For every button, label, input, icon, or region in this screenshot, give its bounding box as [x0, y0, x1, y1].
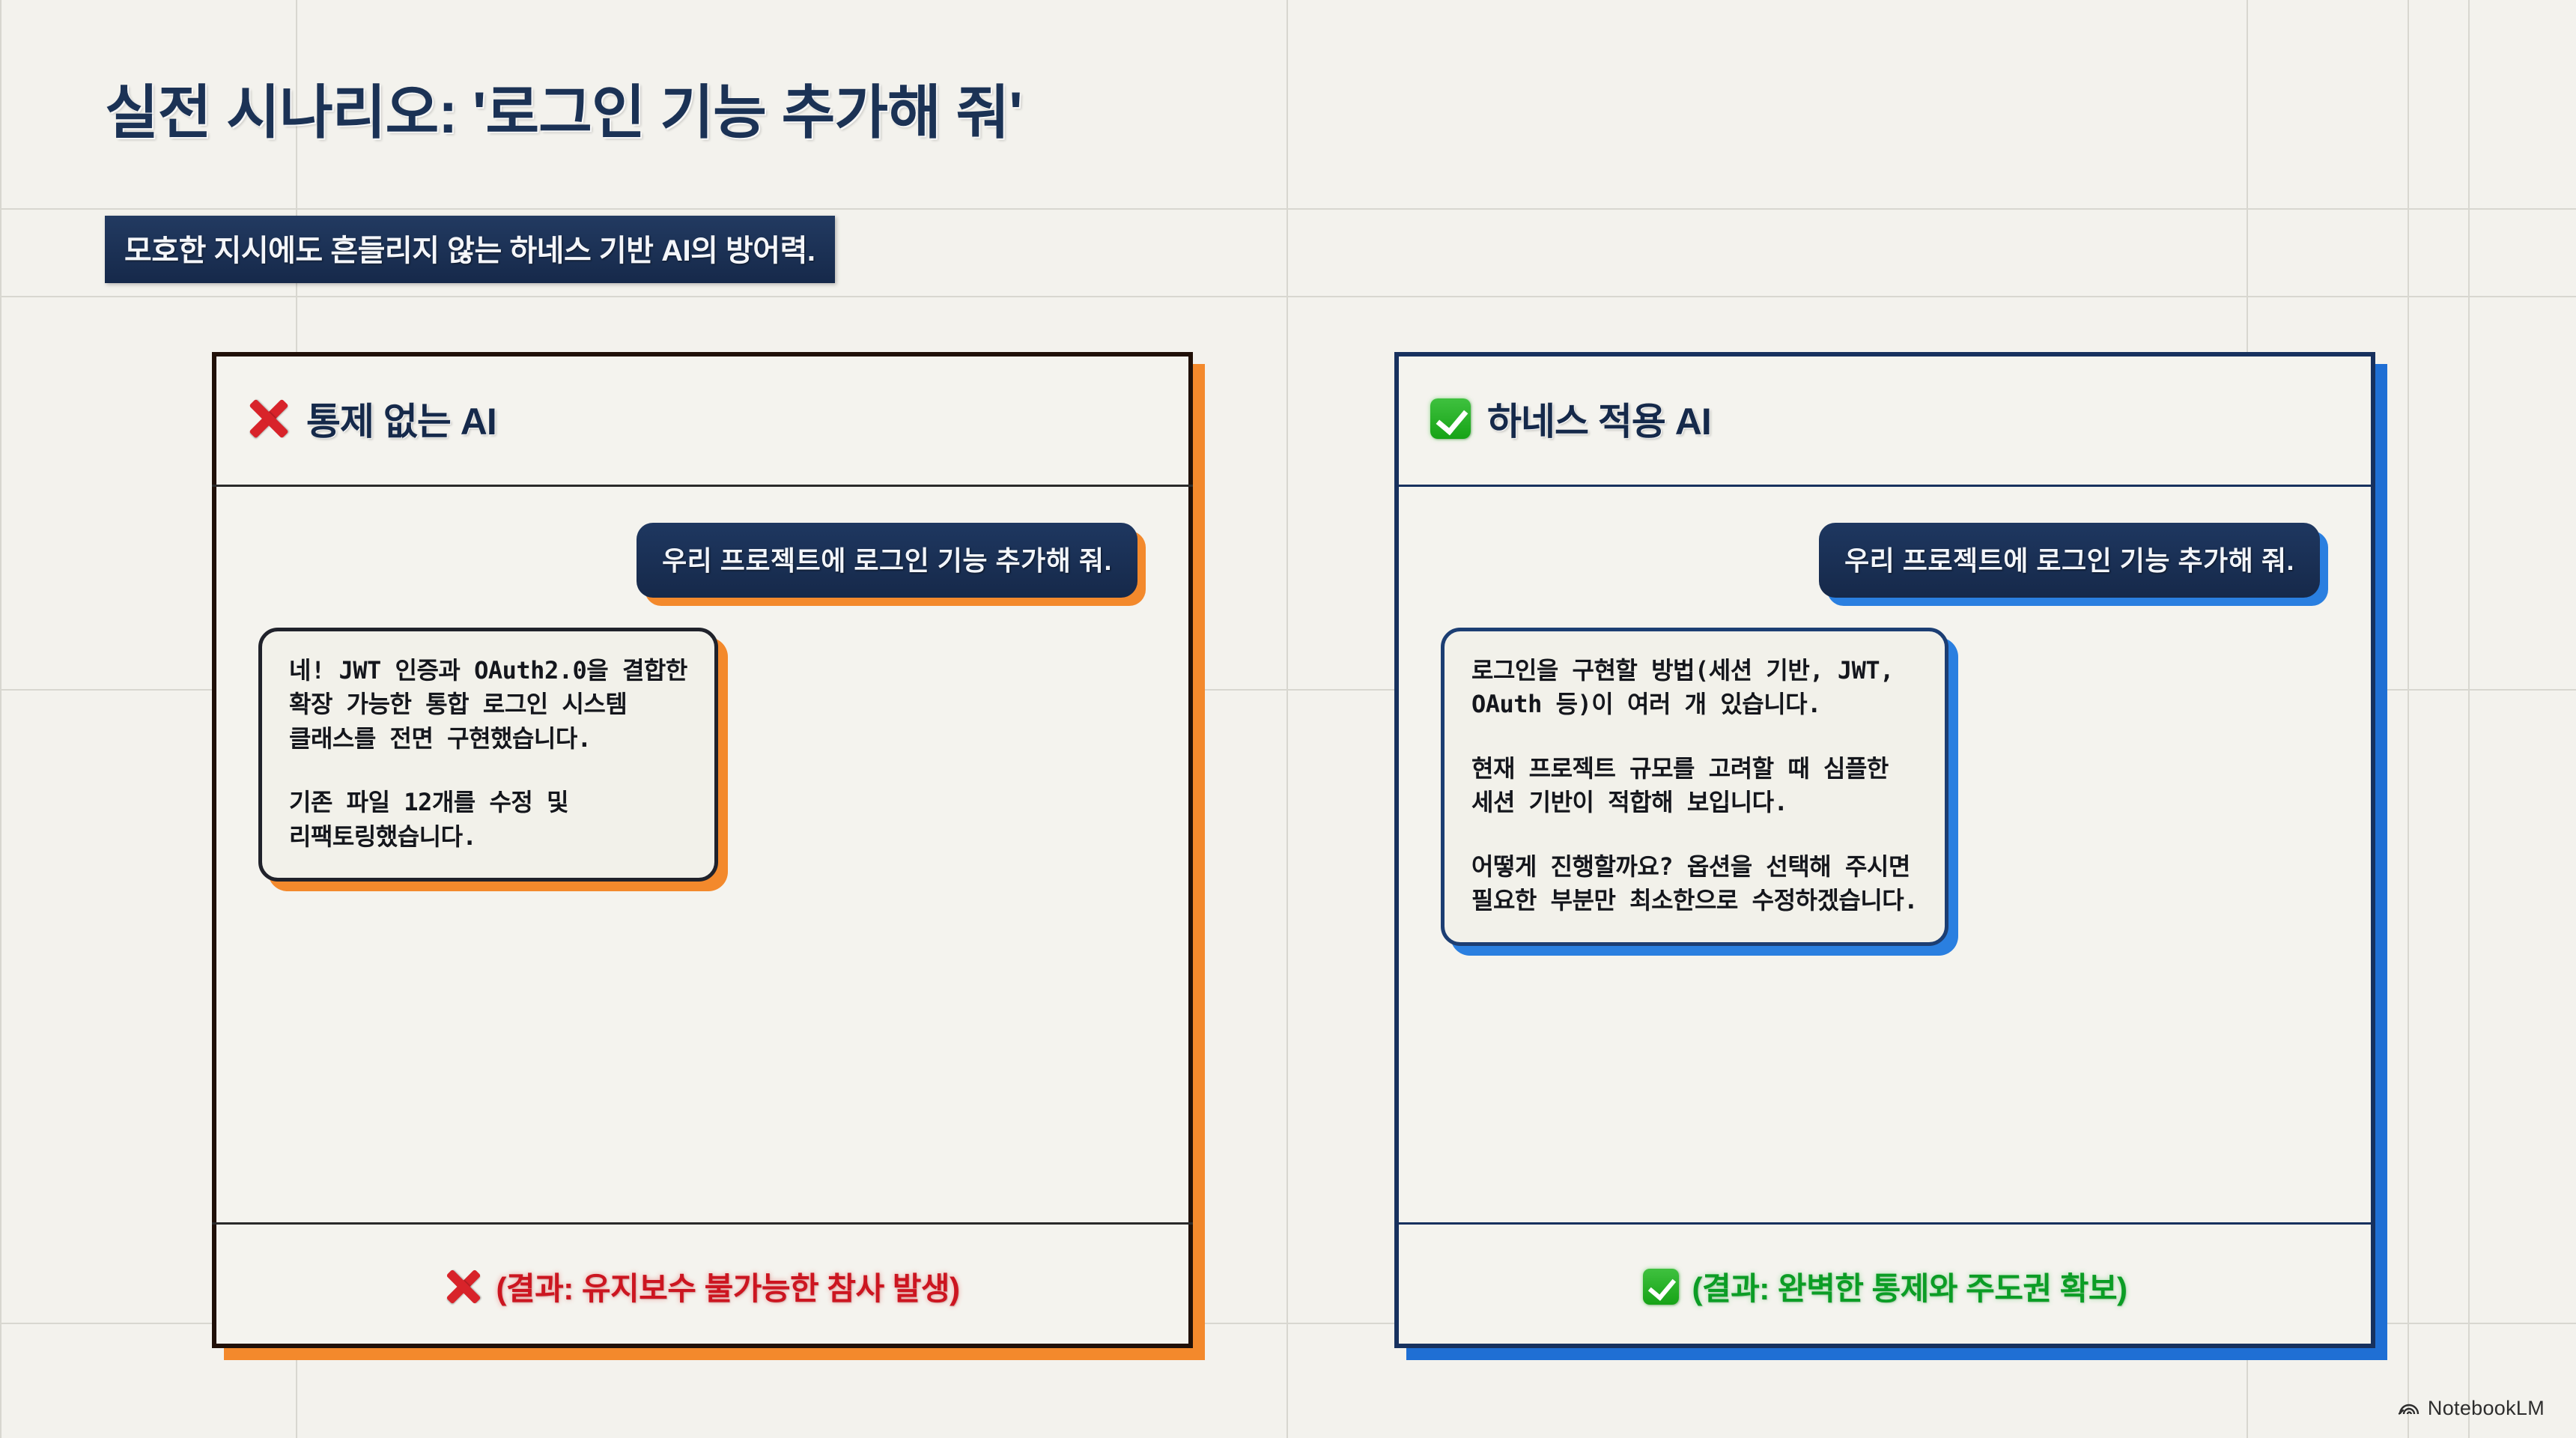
- card-harness-ai: 하네스 적용 AI 우리 프로젝트에 로그인 기능 추가해 줘. 로그인을 구현…: [1394, 352, 2387, 1360]
- notebooklm-spiral-icon: [2398, 1397, 2420, 1420]
- page-title: 실전 시나리오: '로그인 기능 추가해 줘': [105, 79, 1023, 145]
- card-uncontrolled-ai: 통제 없는 AI 우리 프로젝트에 로그인 기능 추가해 줘. 네! JWT 인…: [212, 352, 1205, 1360]
- green-check-icon: [1642, 1268, 1679, 1305]
- card-header-title: 통제 없는 AI: [306, 400, 497, 443]
- message-row-user: 우리 프로젝트에 로그인 기능 추가해 줘.: [1424, 523, 2345, 606]
- notebooklm-watermark: NotebookLM: [2398, 1397, 2545, 1420]
- message-row-ai: 로그인을 구현할 방법(세션 기반, JWT, OAuth 등)이 여러 개 있…: [1424, 628, 2345, 956]
- user-bubble-wrap: 우리 프로젝트에 로그인 기능 추가해 줘.: [637, 523, 1146, 606]
- ai-bubble-wrap: 로그인을 구현할 방법(세션 기반, JWT, OAuth 등)이 여러 개 있…: [1441, 628, 1958, 956]
- card-header-harness: 하네스 적용 AI: [1394, 352, 2375, 487]
- card-footer-uncontrolled: (결과: 유지보수 불가능한 참사 발생): [212, 1222, 1193, 1348]
- ai-paragraph: 현재 프로젝트 규모를 고려할 때 심플한 세션 기반이 적합해 보입니다.: [1471, 753, 1889, 817]
- ai-paragraph: 네! JWT 인증과 OAuth2.0을 결합한 확장 가능한 통합 로그인 시…: [289, 656, 687, 753]
- green-check-icon: [1430, 398, 1471, 439]
- conversation-harness: 우리 프로젝트에 로그인 기능 추가해 줘. 로그인을 구현할 방법(세션 기반…: [1394, 487, 2375, 1222]
- conversation-uncontrolled: 우리 프로젝트에 로그인 기능 추가해 줘. 네! JWT 인증과 OAuth2…: [212, 487, 1193, 1222]
- ai-message-bubble: 로그인을 구현할 방법(세션 기반, JWT, OAuth 등)이 여러 개 있…: [1441, 628, 1948, 946]
- ai-paragraph: 로그인을 구현할 방법(세션 기반, JWT, OAuth 등)이 여러 개 있…: [1471, 656, 1894, 719]
- card-header-title: 하네스 적용 AI: [1487, 400, 1712, 443]
- subtitle-banner: 모호한 지시에도 흔들리지 않는 하네스 기반 AI의 방어력.: [105, 216, 835, 283]
- user-message-bubble: 우리 프로젝트에 로그인 기능 추가해 줘.: [637, 523, 1137, 598]
- card-footer-text: (결과: 유지보수 불가능한 참사 발생): [496, 1271, 960, 1306]
- ai-paragraph: 기존 파일 12개를 수정 및 리팩토링했습니다.: [289, 788, 569, 851]
- message-row-ai: 네! JWT 인증과 OAuth2.0을 결합한 확장 가능한 통합 로그인 시…: [242, 628, 1163, 892]
- card-footer-text: (결과: 완벽한 통제와 주도권 확보): [1692, 1271, 2127, 1306]
- card-header-uncontrolled: 통제 없는 AI: [212, 352, 1193, 487]
- watermark-label: NotebookLM: [2427, 1397, 2545, 1419]
- ai-paragraph: 어떻게 진행할까요? 옵션을 선택해 주시면 필요한 부분만 최소한으로 수정하…: [1471, 852, 1918, 915]
- red-x-icon: [248, 398, 290, 440]
- user-message-bubble: 우리 프로젝트에 로그인 기능 추가해 줘.: [1819, 523, 2320, 598]
- ai-message-bubble: 네! JWT 인증과 OAuth2.0을 결합한 확장 가능한 통합 로그인 시…: [258, 628, 718, 882]
- ai-bubble-wrap: 네! JWT 인증과 OAuth2.0을 결합한 확장 가능한 통합 로그인 시…: [258, 628, 728, 892]
- subtitle-text: 모호한 지시에도 흔들리지 않는 하네스 기반 AI의 방어력.: [124, 234, 815, 267]
- user-bubble-wrap: 우리 프로젝트에 로그인 기능 추가해 줘.: [1819, 523, 2328, 606]
- card-footer-harness: (결과: 완벽한 통제와 주도권 확보): [1394, 1222, 2375, 1348]
- message-row-user: 우리 프로젝트에 로그인 기능 추가해 줘.: [242, 523, 1163, 606]
- red-x-icon: [445, 1268, 482, 1305]
